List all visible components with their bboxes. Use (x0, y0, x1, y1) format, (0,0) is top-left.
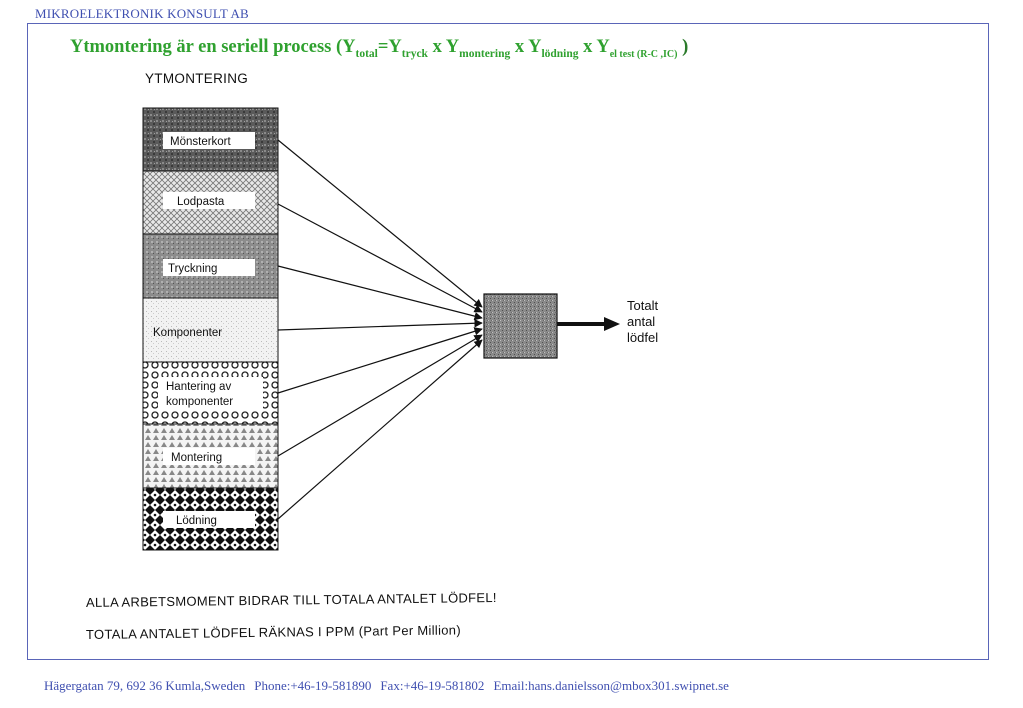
result-label-line3: lödfel (627, 330, 658, 345)
block-label-hantering-line2: komponenter (166, 396, 233, 408)
block-label-komponenter: Komponenter (153, 327, 222, 339)
block-label-tryckning: Tryckning (168, 263, 217, 275)
output-arrowhead (604, 317, 620, 331)
content-frame (27, 23, 989, 660)
footer-email: Email:hans.danielsson@mbox301.swipnet.se (493, 678, 729, 693)
converging-arrows (277, 139, 483, 520)
result-label-line2: antal (627, 314, 655, 329)
arrow-montering (277, 334, 483, 457)
block-label-monsterkort: Mönsterkort (170, 136, 232, 148)
footer-fax: Fax:+46-19-581802 (380, 678, 485, 693)
block-komponenter (142, 297, 279, 363)
block-label-lodpasta: Lodpasta (177, 196, 225, 208)
block-label-lodning: Lödning (176, 515, 217, 527)
result-label-line1: Totalt (627, 298, 658, 313)
footer-address: Hägergatan 79, 692 36 Kumla,Sweden (44, 678, 246, 693)
arrow-hantering (277, 327, 483, 394)
arrow-lodpasta (277, 203, 483, 313)
slide-title: Ytmontering är en seriell process (Ytota… (70, 37, 689, 60)
footer-contact: Hägergatan 79, 692 36 Kumla,Sweden Phone:… (44, 678, 738, 694)
block-label-hantering-line1: Hantering av (166, 381, 231, 393)
section-label: YTMONTERING (145, 71, 249, 86)
arrow-komponenter (277, 319, 483, 331)
arrow-tryckning (277, 265, 483, 321)
result-box (483, 293, 558, 359)
block-label-montering: Montering (171, 452, 222, 464)
arrow-lodning (277, 339, 483, 520)
company-name: MIKROELEKTRONIK KONSULT AB (35, 6, 249, 21)
footer-phone: Phone:+46-19-581890 (254, 678, 372, 693)
block-labels: Mönsterkort Lodpasta Tryckning Komponent… (153, 132, 263, 528)
arrow-monsterkort (277, 139, 483, 308)
